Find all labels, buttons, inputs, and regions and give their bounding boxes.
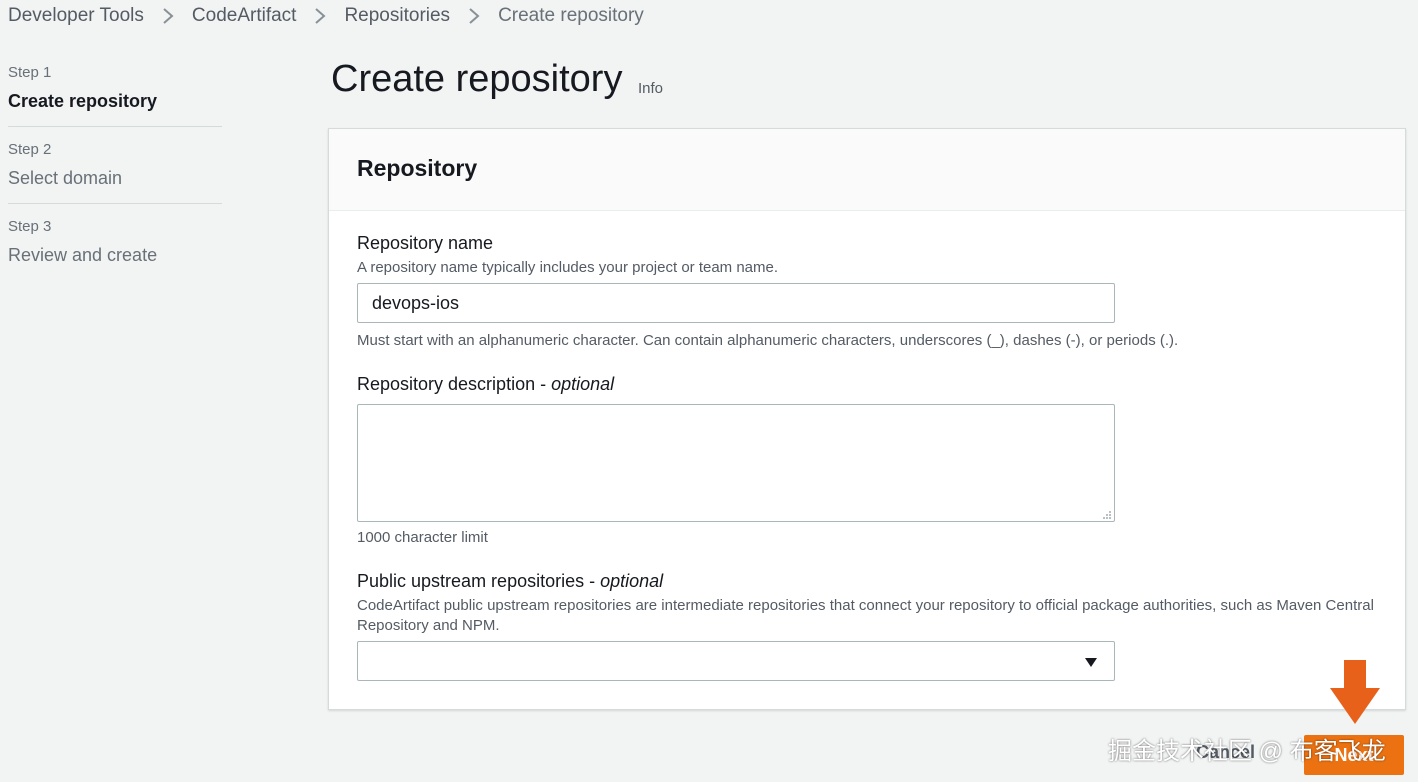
step-title: Review and create bbox=[8, 245, 158, 265]
step-item-review-and-create: Step 3 Review and create bbox=[8, 218, 222, 280]
step-item-select-domain: Step 2 Select domain bbox=[8, 141, 222, 204]
wizard-steps: Step 1 Create repository Step 2 Select d… bbox=[8, 64, 222, 294]
repo-name-constraint: Must start with an alphanumeric characte… bbox=[357, 332, 1179, 349]
repo-description-constraint: 1000 character limit bbox=[357, 529, 488, 546]
repo-name-input[interactable]: devops-ios bbox=[357, 283, 1115, 323]
cancel-button[interactable]: Cancel bbox=[1196, 742, 1256, 762]
chevron-right-icon bbox=[306, 4, 334, 28]
chevron-right-icon bbox=[460, 4, 488, 28]
step-number: Step 1 bbox=[8, 64, 52, 81]
optional-tag: optional bbox=[551, 374, 615, 394]
repo-description-label: Repository description - optional bbox=[357, 374, 615, 394]
optional-tag: optional bbox=[600, 571, 664, 591]
watermark: 掘金技术社区 @ 布客飞龙 bbox=[1108, 738, 1386, 765]
breadcrumb-developer-tools[interactable]: Developer Tools bbox=[8, 5, 144, 26]
breadcrumb: Developer Tools CodeArtifact Repositorie… bbox=[8, 4, 644, 28]
card-header: Repository bbox=[329, 129, 1405, 211]
repository-card: Repository Repository name A repository … bbox=[328, 128, 1406, 710]
step-title: Create repository bbox=[8, 91, 158, 111]
chevron-right-icon bbox=[154, 4, 182, 28]
upstream-label: Public upstream repositories - optional bbox=[357, 571, 664, 591]
upstream-description: CodeArtifact public upstream repositorie… bbox=[357, 597, 1374, 634]
repo-description-label-text: Repository description bbox=[357, 374, 536, 394]
info-link[interactable]: Info bbox=[638, 80, 664, 97]
down-arrow-annotation-icon bbox=[1328, 660, 1382, 731]
breadcrumb-current-page: Create repository bbox=[498, 5, 644, 26]
upstream-label-text: Public upstream repositories bbox=[357, 571, 585, 591]
card-title: Repository bbox=[357, 155, 478, 181]
breadcrumb-repositories[interactable]: Repositories bbox=[344, 5, 451, 26]
step-item-create-repository: Step 1 Create repository bbox=[8, 64, 222, 127]
next-button[interactable]: Next bbox=[1304, 735, 1404, 775]
caret-down-icon bbox=[1084, 655, 1098, 673]
step-number: Step 2 bbox=[8, 141, 52, 158]
step-title: Select domain bbox=[8, 168, 123, 188]
breadcrumb-codeartifact[interactable]: CodeArtifact bbox=[191, 5, 297, 26]
repo-name-description: A repository name typically includes you… bbox=[357, 259, 779, 276]
resize-grip-icon[interactable] bbox=[1100, 507, 1112, 519]
step-number: Step 3 bbox=[8, 218, 52, 235]
upstream-select[interactable] bbox=[357, 641, 1115, 681]
repo-name-label: Repository name bbox=[357, 233, 494, 253]
repo-description-textarea[interactable] bbox=[357, 404, 1115, 522]
page-title: Create repository bbox=[331, 58, 623, 100]
